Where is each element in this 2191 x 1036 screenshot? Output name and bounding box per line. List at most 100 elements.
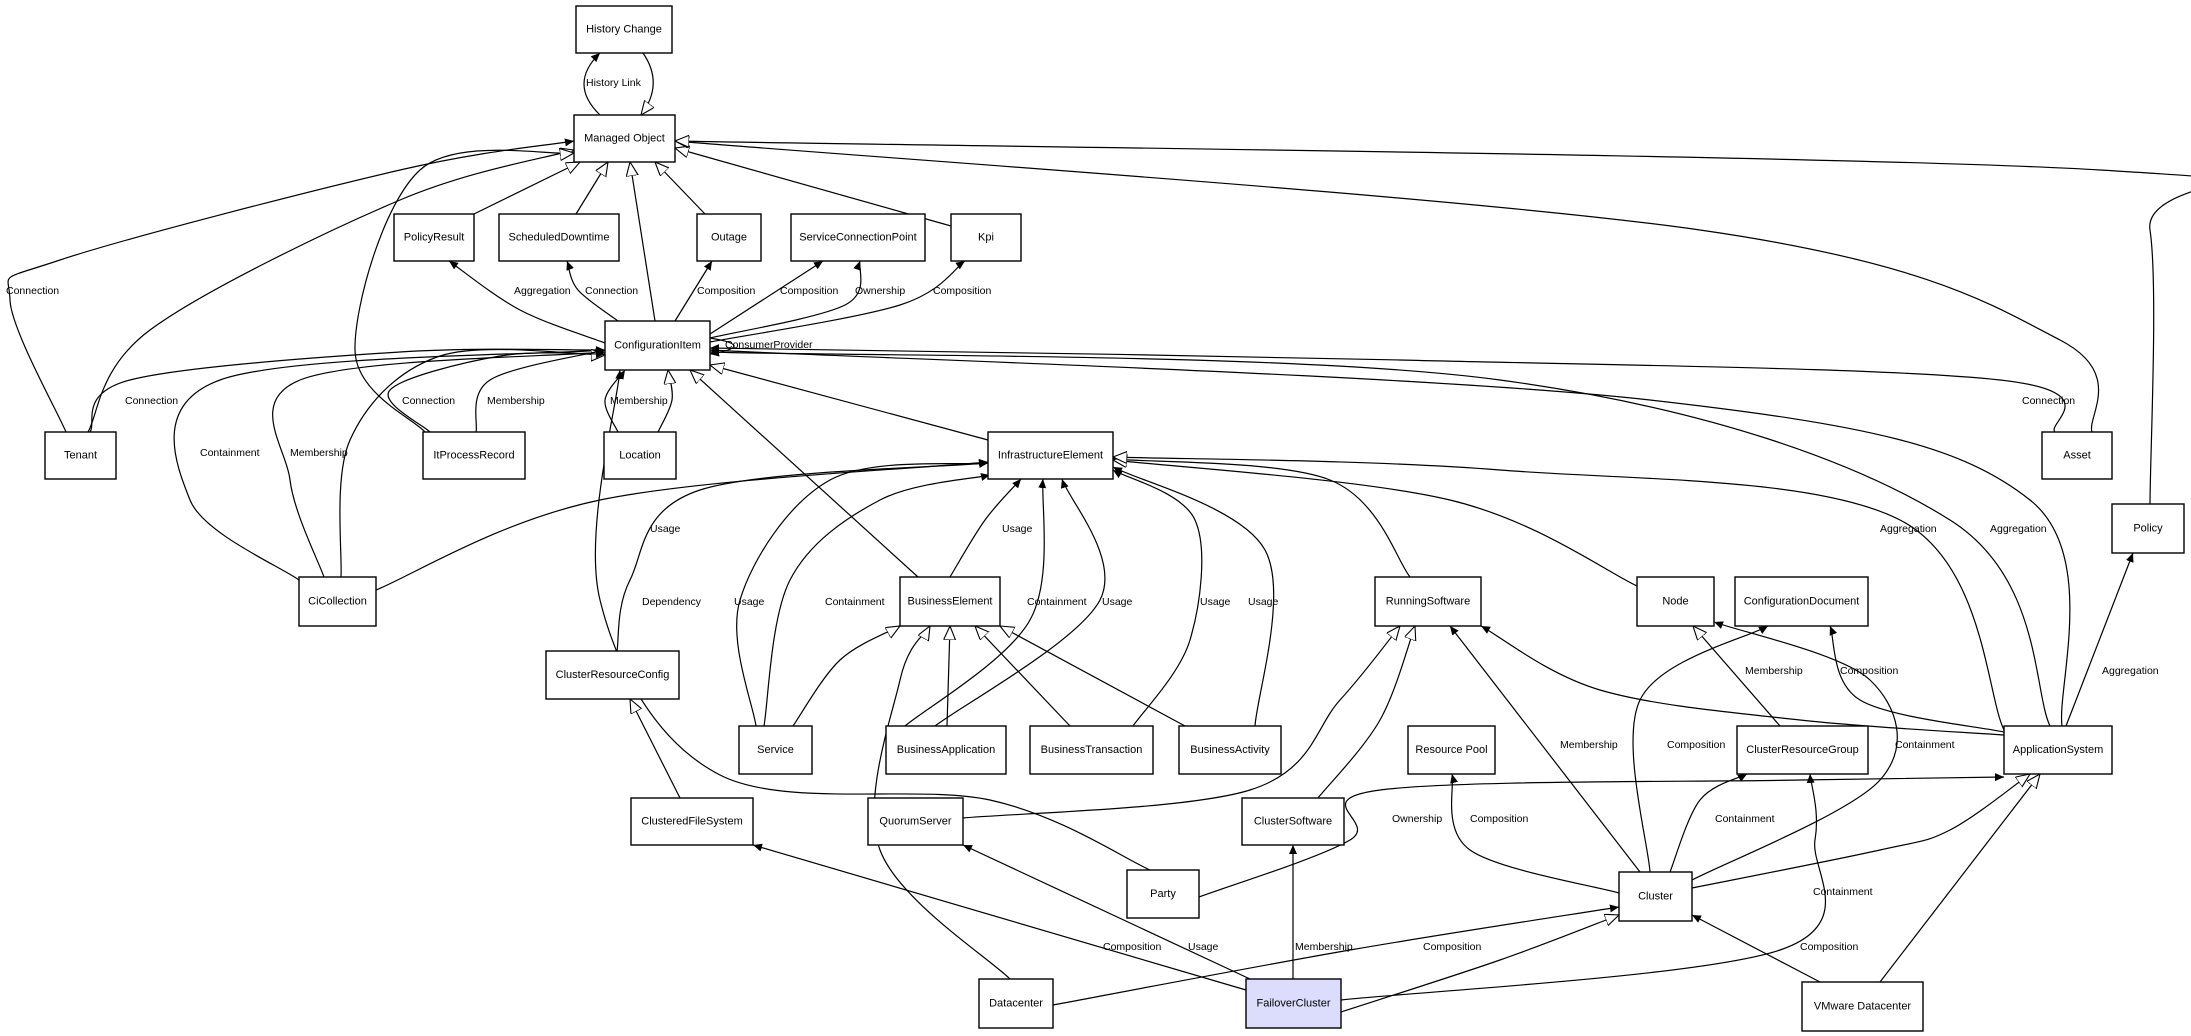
node-running-software[interactable]: RunningSoftware [1374,576,1482,627]
edge-configuration_item-to-policy_result [448,260,606,344]
edge-label: Containment [1715,813,1775,825]
node-box[interactable] [1374,576,1482,627]
node-policy[interactable]: Policy [2111,503,2185,554]
node-failover-cluster[interactable]: FailoverCluster [1245,978,1342,1029]
node-quorum-server[interactable]: QuorumServer [867,797,964,846]
node-service[interactable]: Service [738,725,813,775]
edge-business_application-to-business_element [947,626,950,727]
node-service-connection-point[interactable]: ServiceConnectionPoint [790,213,926,262]
node-business-element[interactable]: BusinessElement [899,576,1001,627]
node-asset[interactable]: Asset [2041,431,2113,480]
edge-business_activity-to-business_element [1000,626,1186,727]
node-box[interactable] [1618,871,1693,922]
edge-service-to-business_element [792,626,900,727]
node-box[interactable] [885,725,1007,775]
node-box[interactable] [1734,576,1869,627]
node-party[interactable]: Party [1126,869,1200,919]
node-business-application[interactable]: BusinessApplication [885,725,1007,775]
node-box[interactable] [630,797,754,846]
node-location[interactable]: Location [603,431,677,480]
node-label: History Change [586,24,662,36]
node-box[interactable] [1241,797,1345,846]
node-scheduled-downtime[interactable]: ScheduledDowntime [498,213,620,262]
node-resource-pool[interactable]: Resource Pool [1407,725,1496,775]
edge-ci_collection-to-configuration_item [173,346,606,581]
node-box[interactable] [2003,725,2113,775]
node-box[interactable] [422,431,526,480]
edge-application_system-to-configuration_document [1829,625,2005,733]
node-box[interactable] [867,797,964,846]
node-box[interactable] [1407,725,1496,775]
node-box[interactable] [393,213,475,262]
edge-application_system-to-policy [2065,552,2134,727]
edge-configuration_item-to-outage [674,260,713,322]
node-application-system[interactable]: ApplicationSystem [2003,725,2113,775]
node-box[interactable] [696,213,762,262]
node-box[interactable] [950,213,1022,262]
edge-cluster-to-application_system [1691,774,2030,889]
node-box[interactable] [899,576,1001,627]
node-business-activity[interactable]: BusinessActivity [1178,725,1282,775]
node-cluster-resource-config[interactable]: ClusterResourceConfig [545,650,680,700]
node-box[interactable] [738,725,813,775]
node-outage[interactable]: Outage [696,213,762,262]
node-box[interactable] [298,576,377,627]
node-business-transaction[interactable]: BusinessTransaction [1029,725,1154,775]
node-managed-object[interactable]: Managed Object [573,114,676,163]
node-cluster-resource-group[interactable]: ClusterResourceGroup [1736,725,1869,775]
node-box[interactable] [1636,576,1715,627]
edge-configuration_item-to-kpi [709,260,966,343]
node-configuration-item[interactable]: ConfigurationItem [604,320,711,371]
node-label: ClusteredFileSystem [641,816,742,828]
edge-label: Containment [1895,739,1955,751]
node-box[interactable] [1801,981,1924,1032]
node-box[interactable] [987,431,1114,480]
node-box[interactable] [603,431,677,480]
edge-ci_collection-to-configuration_item [339,348,605,578]
node-box[interactable] [1736,725,1869,775]
node-box[interactable] [1245,978,1342,1029]
node-label: ConfigurationItem [614,340,701,352]
node-cluster-software[interactable]: ClusterSoftware [1241,797,1345,846]
node-label: Node [1662,596,1688,608]
edge-ci_collection-to-infrastructure_element [375,458,989,591]
node-datacenter[interactable]: Datacenter [978,978,1054,1029]
node-box[interactable] [575,5,673,54]
node-node[interactable]: Node [1636,576,1715,627]
node-label: Cluster [1638,891,1673,903]
node-box[interactable] [978,978,1054,1029]
node-box[interactable] [1126,869,1200,919]
node-box[interactable] [44,431,117,480]
edge-clustered_file_system-to-cluster_resource_config [630,699,681,799]
node-box[interactable] [790,213,926,262]
edge-vmware_datacenter-to-application_system [1879,774,2040,983]
edge-label: Membership [1295,941,1353,953]
node-history-change[interactable]: History Change [575,5,673,54]
node-box[interactable] [2041,431,2113,480]
node-it-process-record[interactable]: ItProcessRecord [422,431,526,480]
node-configuration-document[interactable]: ConfigurationDocument [1734,576,1869,627]
node-label: Managed Object [584,133,665,145]
node-box[interactable] [2111,503,2185,554]
node-box[interactable] [498,213,620,262]
node-kpi[interactable]: Kpi [950,213,1022,262]
node-box[interactable] [545,650,680,700]
node-tenant[interactable]: Tenant [44,431,117,480]
node-cluster[interactable]: Cluster [1618,871,1693,922]
node-label: ClusterSoftware [1254,816,1332,828]
node-policy-result[interactable]: PolicyResult [393,213,475,262]
edge-label: Membership [1745,665,1803,677]
node-infrastructure-element[interactable]: InfrastructureElement [987,431,1114,480]
node-box[interactable] [1178,725,1282,775]
edge-service-to-infrastructure_element [763,473,991,727]
node-vmware-datacenter[interactable]: VMware Datacenter [1801,981,1924,1032]
node-box[interactable] [1029,725,1154,775]
edge-cluster-to-node [1691,621,1898,881]
node-box[interactable] [573,114,676,163]
node-clustered-file-system[interactable]: ClusteredFileSystem [630,797,754,846]
node-label: ItProcessRecord [433,450,514,462]
edge-scheduled_downtime-to-managed_object [575,162,608,215]
node-ci-collection[interactable]: CiCollection [298,576,377,627]
node-box[interactable] [604,320,711,371]
